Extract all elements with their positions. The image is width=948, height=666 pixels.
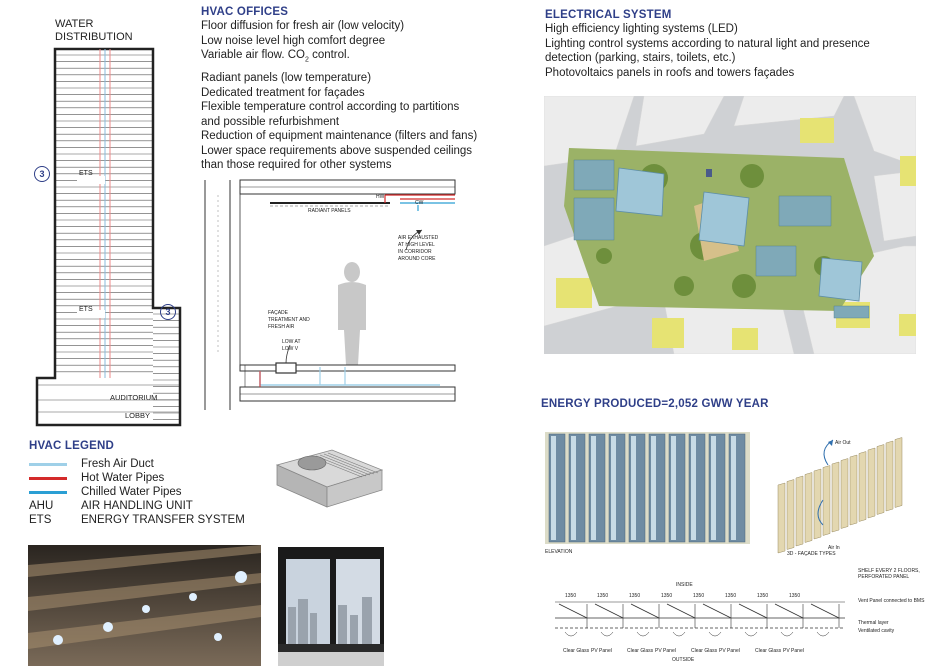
chilled-water-swatch [29,490,67,494]
air-handling-unit-image [275,449,384,508]
hot-water-swatch [29,476,67,480]
water-distribution-tower [35,47,182,427]
hvac-offices-title: HVAC OFFICES [201,6,289,18]
air-exhausted-label: AIR EXHAUSTED AT HIGH LEVEL IN CORRIDOR … [398,235,439,262]
ets-label-upper: ETS [79,170,93,177]
lobby-label: LOBBY [125,411,151,420]
cw-label: CW [415,200,424,206]
dimension-labels: 1350 1350 1350 1350 1350 1350 1350 1350 [545,593,855,603]
plan-notes: Vent Panel connected to BMS Thermal laye… [858,598,925,634]
dim-1: 1350 [565,593,577,599]
inside-label: INSIDE [676,582,693,588]
panel-clear-3: Clear Glass [691,648,718,654]
water-distribution-title: WATER DISTRIBUTION [55,18,133,43]
panel-pv-4: PV Panel [783,648,804,654]
window-view-photo [278,547,384,666]
hvac-offices-lines-b: Radiant panels (low temperature) Dedicat… [201,72,478,171]
legend-item-hot-water: Hot Water Pipes [29,471,245,485]
hvac-offices-lines-a: Floor diffusion for fresh air (low veloc… [201,19,404,68]
badge-3-upper: 3 [34,166,50,182]
badge-3-lower: 3 [160,304,176,320]
panel-pv-1: PV Panel [591,648,612,654]
hvac-legend-list: Fresh Air Duct Hot Water Pipes Chilled W… [29,457,245,527]
facade-plan-section [555,601,845,637]
co2-line: Variable air flow. CO2 control. [201,49,350,64]
panel-type-labels: Clear Glass PV Panel Clear Glass PV Pane… [545,648,855,656]
site-plan-aerial [544,96,916,354]
electrical-system-lines: High efficiency lighting systems (LED) L… [545,23,870,79]
facade-elevation-drawing [545,432,750,544]
auditorium-label: AUDITORIUM [110,393,158,402]
air-out-label: Air Out [835,440,851,446]
facade-3d-drawing [777,437,903,554]
hw-label: HW [376,194,385,200]
air-in-label: Air In [828,545,840,551]
legend-item-fresh-air: Fresh Air Duct [29,457,245,471]
panel-pv-2: PV Panel [655,648,676,654]
hvac-section-drawing [204,179,456,410]
dim-2: 1350 [597,593,609,599]
electrical-system-title: ELECTRICAL SYSTEM [545,9,672,21]
dim-7: 1350 [757,593,769,599]
facade-treatment-label: FAÇADE TREATMENT AND FRESH AIR [268,310,310,330]
ceiling-photo [28,545,261,666]
low-v-label: LOW AT LOW V [282,339,301,352]
panel-pv-3: PV Panel [719,648,740,654]
elevation-label: ELEVATION [545,549,573,555]
dim-3: 1350 [629,593,641,599]
ets-label-lower: ETS [79,306,93,313]
shelf-note: SHELF EVERY 2 FLOORS, PERFORATED PANEL [858,568,920,580]
panel-clear-1: Clear Glass [563,648,590,654]
fresh-air-swatch [29,462,67,466]
panel-clear-2: Clear Glass [627,648,654,654]
dim-5: 1350 [693,593,705,599]
facade-types-label: 3D - FAÇADE TYPES [787,551,836,557]
hvac-legend-title: HVAC LEGEND [29,440,115,452]
dim-6: 1350 [725,593,737,599]
energy-produced-title: ENERGY PRODUCED=2,052 GWW YEAR [541,398,769,410]
outside-label: OUTSIDE [672,657,695,663]
legend-item-chilled-water: Chilled Water Pipes [29,485,245,499]
radiant-panels-label: RADIANT PANELS [308,208,351,214]
dim-8: 1350 [789,593,801,599]
dim-4: 1350 [661,593,673,599]
panel-clear-4: Clear Glass [755,648,782,654]
